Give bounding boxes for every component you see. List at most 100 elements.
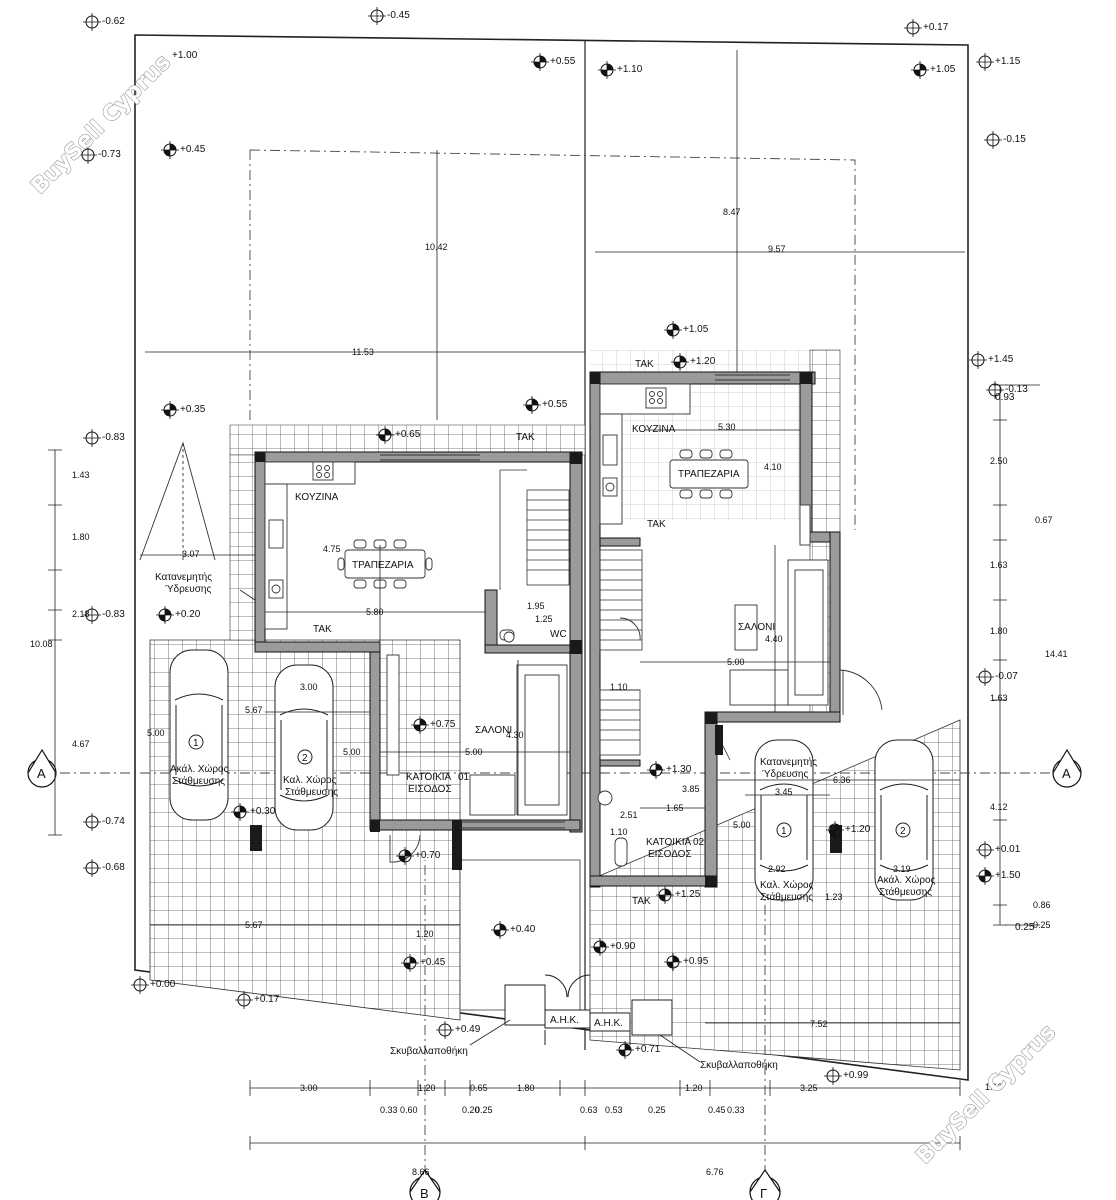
svg-text:1.20: 1.20 [685, 1083, 703, 1093]
stairs [499, 469, 643, 756]
tak-label-2: ΤΑΚ [313, 624, 332, 635]
svg-text:5.80: 5.80 [366, 607, 384, 617]
svg-text:Στάθμευσης: Στάθμευσης [172, 775, 225, 787]
svg-text:6.36: 6.36 [833, 775, 851, 785]
dining-label-01: ΤΡΑΠΕΖΑΡΙΑ [352, 560, 414, 571]
living-label-01: ΣΑΛΟΝΙ [475, 725, 512, 736]
svg-text:5.67: 5.67 [245, 705, 263, 715]
svg-text:8.66: 8.66 [412, 1167, 430, 1177]
svg-text:1.10: 1.10 [610, 827, 628, 837]
entrance-01-label: ΚΑΤΟΙΚΙΑ [406, 772, 452, 783]
svg-text:+1.30: +1.30 [666, 764, 692, 775]
water-meter-label-2: Κατανεμητής [760, 756, 817, 768]
car-number-4: 2 [900, 826, 906, 837]
svg-text:+0.17: +0.17 [923, 22, 949, 33]
svg-text:+0.35: +0.35 [180, 404, 206, 415]
leader-lines [239, 589, 731, 1063]
triangle-marker [139, 441, 216, 561]
svg-text:+0.55: +0.55 [550, 56, 576, 67]
utility-boxes [504, 974, 673, 1045]
svg-text:+0.99: +0.99 [843, 1070, 869, 1081]
svg-text:1.63: 1.63 [990, 693, 1008, 703]
entrance-02-label: ΚΑΤΟΙΚΙΑ [646, 837, 692, 848]
svg-text:4.40: 4.40 [765, 634, 783, 644]
svg-text:0.33: 0.33 [380, 1105, 398, 1115]
svg-text:0.25: 0.25 [1015, 922, 1035, 933]
svg-text:02: 02 [693, 837, 705, 848]
svg-text:3.85: 3.85 [682, 784, 700, 794]
bin-store-label-1: Σκυβαλλαποθήκη [390, 1045, 468, 1057]
car-number-2: 2 [302, 753, 308, 764]
uncovered-parking-label-2: Ακάλ. Χώρος [877, 874, 936, 886]
svg-text:4.30: 4.30 [506, 730, 524, 740]
svg-text:4.10: 4.10 [764, 462, 782, 472]
svg-text:BuySell Cyprus: BuySell Cyprus [27, 50, 176, 199]
svg-text:14.41: 14.41 [1045, 649, 1068, 659]
svg-text:-0.83: -0.83 [102, 432, 125, 443]
tak-label-3: ΤΑΚ [635, 359, 654, 370]
svg-text:1.95: 1.95 [527, 601, 545, 611]
svg-text:0.93: 0.93 [995, 392, 1015, 403]
svg-text:+0.01: +0.01 [995, 844, 1021, 855]
svg-text:+0.40: +0.40 [510, 924, 536, 935]
svg-text:2.92: 2.92 [768, 864, 786, 874]
svg-text:+0.20: +0.20 [175, 609, 201, 620]
svg-text:+0.95: +0.95 [683, 956, 709, 967]
svg-text:1.80: 1.80 [72, 532, 90, 542]
svg-text:+1.45: +1.45 [988, 354, 1014, 365]
unit-01-walls [250, 451, 583, 870]
svg-text:+0.75: +0.75 [430, 719, 456, 730]
svg-text:-0.62: -0.62 [102, 16, 125, 27]
svg-text:-0.74: -0.74 [102, 816, 125, 827]
svg-text:Στάθμευσης: Στάθμευσης [285, 786, 338, 798]
svg-text:2.51: 2.51 [620, 810, 638, 820]
svg-text:1.63: 1.63 [990, 560, 1008, 570]
svg-text:-0.68: -0.68 [102, 862, 125, 873]
svg-text:3.25: 3.25 [800, 1083, 818, 1093]
dimension-labels: 10.42 8.47 9.57 11.53 5.30 4.10 4.75 5.8… [30, 207, 1068, 1177]
svg-text:+0.65: +0.65 [395, 429, 421, 440]
svg-text:+1.15: +1.15 [995, 56, 1021, 67]
svg-text:11.53: 11.53 [352, 347, 374, 357]
svg-text:-0.13: -0.13 [1005, 384, 1028, 395]
svg-text:0.60: 0.60 [400, 1105, 418, 1115]
svg-text:10.42: 10.42 [425, 242, 448, 252]
svg-text:ΕΙΣΟΔΟΣ: ΕΙΣΟΔΟΣ [648, 849, 692, 860]
svg-text:+0.30: +0.30 [250, 806, 276, 817]
covered-parking-label-2: Καλ. Χώρος [760, 879, 814, 891]
plot-boundary [134, 34, 969, 1081]
svg-text:Στάθμευσης: Στάθμευσης [879, 886, 932, 898]
covered-parking-label-1: Καλ. Χώρος [283, 774, 337, 786]
svg-text:01: 01 [458, 772, 470, 783]
tak-label-1: ΤΑΚ [516, 432, 535, 443]
svg-text:0.25: 0.25 [475, 1105, 493, 1115]
section-labels: Α Α Β Γ [37, 766, 1071, 1200]
svg-text:+1.50: +1.50 [995, 870, 1021, 881]
svg-text:+0.45: +0.45 [420, 957, 446, 968]
svg-text:5.00: 5.00 [733, 820, 751, 830]
svg-text:+0.90: +0.90 [610, 941, 636, 952]
svg-text:4.12: 4.12 [990, 802, 1008, 812]
svg-text:7.52: 7.52 [810, 1019, 828, 1029]
svg-text:Β: Β [420, 1186, 429, 1200]
svg-text:5.00: 5.00 [147, 728, 165, 738]
svg-text:+0.00: +0.00 [150, 979, 176, 990]
svg-text:1.80: 1.80 [990, 626, 1008, 636]
dining-label-02: ΤΡΑΠΕΖΑΡΙΑ [678, 469, 740, 480]
svg-text:+1.20: +1.20 [690, 356, 716, 367]
section-markers [27, 748, 1082, 1200]
svg-text:+0.17: +0.17 [254, 994, 280, 1005]
svg-text:5.30: 5.30 [718, 422, 736, 432]
svg-text:2.50: 2.50 [990, 456, 1008, 466]
svg-text:+0.55: +0.55 [542, 399, 568, 410]
svg-text:1.65: 1.65 [666, 803, 684, 813]
svg-text:ΕΙΣΟΔΟΣ: ΕΙΣΟΔΟΣ [408, 784, 452, 795]
kitchen-label-01: ΚΟΥΖΙΝΑ [295, 492, 339, 503]
svg-text:0.65: 0.65 [470, 1083, 488, 1093]
svg-text:3.45: 3.45 [775, 787, 793, 797]
svg-text:0.53: 0.53 [605, 1105, 623, 1115]
tak-label-5: ΤΑΚ [632, 896, 651, 907]
svg-text:-0.73: -0.73 [98, 149, 121, 160]
svg-text:6.76: 6.76 [706, 1167, 724, 1177]
svg-text:0.25: 0.25 [648, 1105, 666, 1115]
